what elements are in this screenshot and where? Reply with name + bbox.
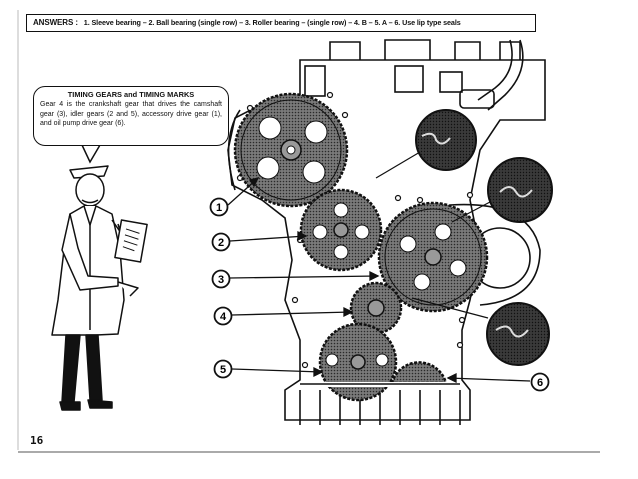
- marker-4: 4: [213, 306, 233, 326]
- callout-title: TIMING GEARS and TIMING MARKS: [67, 90, 195, 99]
- answers-heading: ANSWERS :: [33, 18, 78, 27]
- marker-3-label: 3: [218, 274, 224, 286]
- answers-text: 1. Sleeve bearing – 2. Ball bearing (sin…: [83, 18, 461, 27]
- marker-5: 5: [213, 359, 233, 379]
- marker-4-label: 4: [220, 311, 227, 323]
- timing-gears-callout: TIMING GEARS and TIMING MARKS Gear 4 is …: [33, 86, 229, 146]
- marker-2: 2: [211, 232, 231, 252]
- engine-block: [227, 39, 546, 425]
- timing-mark-detail-2: [487, 157, 553, 223]
- detail-leader-lines: [375, 151, 491, 319]
- callout-tail: [81, 144, 101, 164]
- marker-arrows: [227, 177, 531, 384]
- marker-2-label: 2: [218, 237, 224, 249]
- upper-idler-gear: [299, 188, 383, 272]
- callout-body: Gear 4 is the crankshaft gear that drive…: [40, 101, 222, 128]
- marker-1-label: 1: [216, 202, 222, 214]
- marker-6: 6: [530, 372, 550, 392]
- technician-figure: [51, 165, 148, 411]
- oil-pump-drive-gear: [390, 361, 448, 385]
- lower-idler-gear: [318, 322, 398, 402]
- accessory-drive-gear: [233, 92, 349, 208]
- marker-1: 1: [209, 197, 229, 217]
- timing-mark-detail-3: [486, 302, 550, 366]
- camshaft-gear: [377, 201, 489, 313]
- marker-3: 3: [211, 269, 231, 289]
- marker-6-label: 6: [537, 377, 543, 389]
- answers-box: ANSWERS : 1. Sleeve bearing – 2. Ball be…: [26, 14, 536, 32]
- page-number: 16: [30, 434, 44, 447]
- timing-mark-detail-1: [415, 109, 477, 171]
- marker-5-label: 5: [220, 364, 226, 376]
- crankshaft-gear: [349, 281, 403, 335]
